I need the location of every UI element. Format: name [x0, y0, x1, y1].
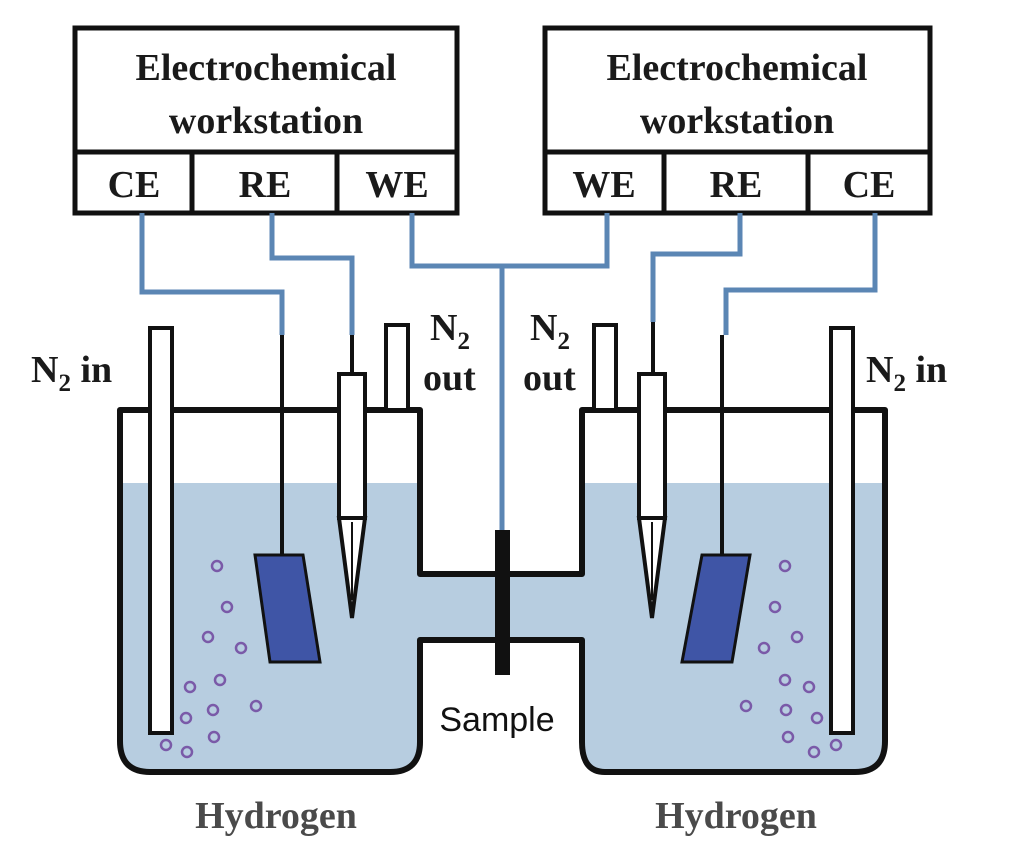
left-n2-out-label: N2: [430, 307, 470, 355]
right-n2-out-label-line2: out: [523, 357, 576, 399]
right-re-wire: [650, 213, 743, 322]
right-reference-electrode: [636, 372, 668, 619]
bubble: [778, 559, 792, 573]
left-workstation-title-line1: Electrochemical: [136, 47, 397, 89]
right-counter-electrode-plate: [680, 553, 752, 664]
left-n2-inlet-tube: [148, 326, 174, 735]
right-n2-outlet-tube: [592, 323, 618, 412]
hydrogen-bubbles: [159, 559, 843, 759]
bubble: [206, 703, 220, 717]
bubble: [159, 738, 173, 752]
bubble: [179, 711, 193, 725]
bubble: [180, 745, 194, 759]
right-cell: [592, 323, 855, 735]
right-workstation: Electrochemical workstation WE RE CE: [542, 25, 933, 216]
bubble: [220, 600, 234, 614]
right-port-re: RE: [710, 164, 763, 206]
right-port-ce: CE: [843, 164, 896, 206]
right-n2-out-label: N2: [530, 307, 570, 355]
bubble: [778, 673, 792, 687]
right-we-wire: [502, 213, 610, 269]
left-reference-electrode: [336, 372, 368, 619]
left-n2-outlet-tube: [384, 323, 410, 412]
bubble: [781, 730, 795, 744]
bubble: [213, 673, 227, 687]
bubble: [183, 680, 197, 694]
left-n2-out-label-line2: out: [423, 357, 476, 399]
sample-membrane: [495, 530, 510, 675]
bubble: [234, 641, 248, 655]
bubble: [810, 711, 824, 725]
left-ce-wire: [139, 213, 285, 335]
bubble: [779, 703, 793, 717]
bubble: [207, 730, 221, 744]
bubble: [768, 600, 782, 614]
left-n2-in-label: N2 in: [31, 349, 112, 397]
left-port-we: WE: [365, 164, 428, 206]
bubble: [802, 680, 816, 694]
left-cell: [148, 323, 410, 735]
left-re-wire: [269, 213, 355, 335]
right-hydrogen-label: Hydrogen: [655, 795, 817, 837]
electrode-leads: [280, 322, 724, 555]
right-n2-inlet-tube: [829, 326, 855, 735]
sample-label: Sample: [439, 701, 554, 739]
right-workstation-title-line1: Electrochemical: [607, 47, 868, 89]
bubble: [790, 630, 804, 644]
bubble: [249, 699, 263, 713]
bubble: [807, 745, 821, 759]
left-counter-electrode-plate: [253, 553, 322, 664]
left-hydrogen-label: Hydrogen: [195, 795, 357, 837]
left-port-re: RE: [239, 164, 292, 206]
bubble: [739, 699, 753, 713]
left-we-wire: [409, 213, 505, 530]
bubble: [201, 630, 215, 644]
right-workstation-title-line2: workstation: [640, 100, 834, 142]
bubble: [757, 641, 771, 655]
left-workstation: Electrochemical workstation CE RE WE: [72, 25, 460, 216]
left-port-ce: CE: [108, 164, 161, 206]
bubble: [210, 559, 224, 573]
right-port-we: WE: [572, 164, 635, 206]
left-workstation-title-line2: workstation: [169, 100, 363, 142]
h-cell-vessel: [117, 407, 888, 775]
right-ce-wire: [723, 213, 878, 335]
connection-wires: [139, 213, 878, 530]
bubble: [829, 738, 843, 752]
right-n2-in-label: N2 in: [866, 349, 947, 397]
